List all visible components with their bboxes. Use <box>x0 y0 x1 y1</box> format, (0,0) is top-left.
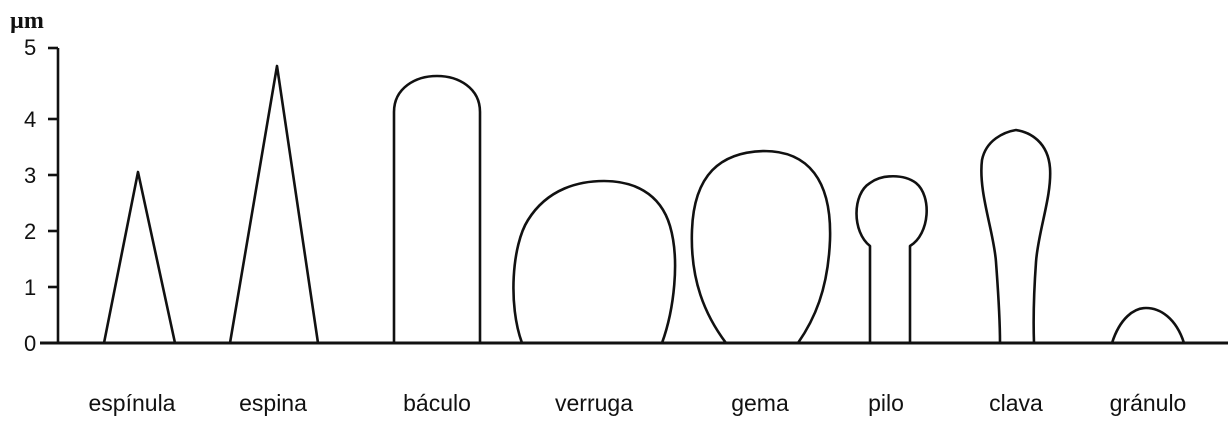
espina-shape <box>230 66 318 343</box>
baculo-shape <box>394 76 480 343</box>
y-tick-label-0: 0 <box>24 331 36 356</box>
label-clava: clava <box>989 390 1043 416</box>
granulo-shape <box>1112 308 1184 343</box>
y-tick-label-3: 3 <box>24 163 36 188</box>
pilo-shape <box>857 176 927 343</box>
gema-shape <box>692 151 830 343</box>
label-baculo: báculo <box>403 390 471 416</box>
label-pilo: pilo <box>868 390 904 416</box>
label-granulo: gránulo <box>1110 390 1187 416</box>
y-tick-label-1: 1 <box>24 275 36 300</box>
verruga-shape <box>513 181 675 343</box>
y-tick-label-5: 5 <box>24 35 36 60</box>
label-espinula: espínula <box>89 390 176 416</box>
label-gema: gema <box>731 390 789 416</box>
clava-shape <box>981 130 1050 343</box>
y-axis-unit: µm <box>10 8 44 34</box>
y-tick-label-4: 4 <box>24 107 36 132</box>
label-verruga: verruga <box>555 390 633 416</box>
espinula-shape <box>104 172 175 343</box>
label-espina: espina <box>239 390 307 416</box>
y-tick-label-2: 2 <box>24 219 36 244</box>
